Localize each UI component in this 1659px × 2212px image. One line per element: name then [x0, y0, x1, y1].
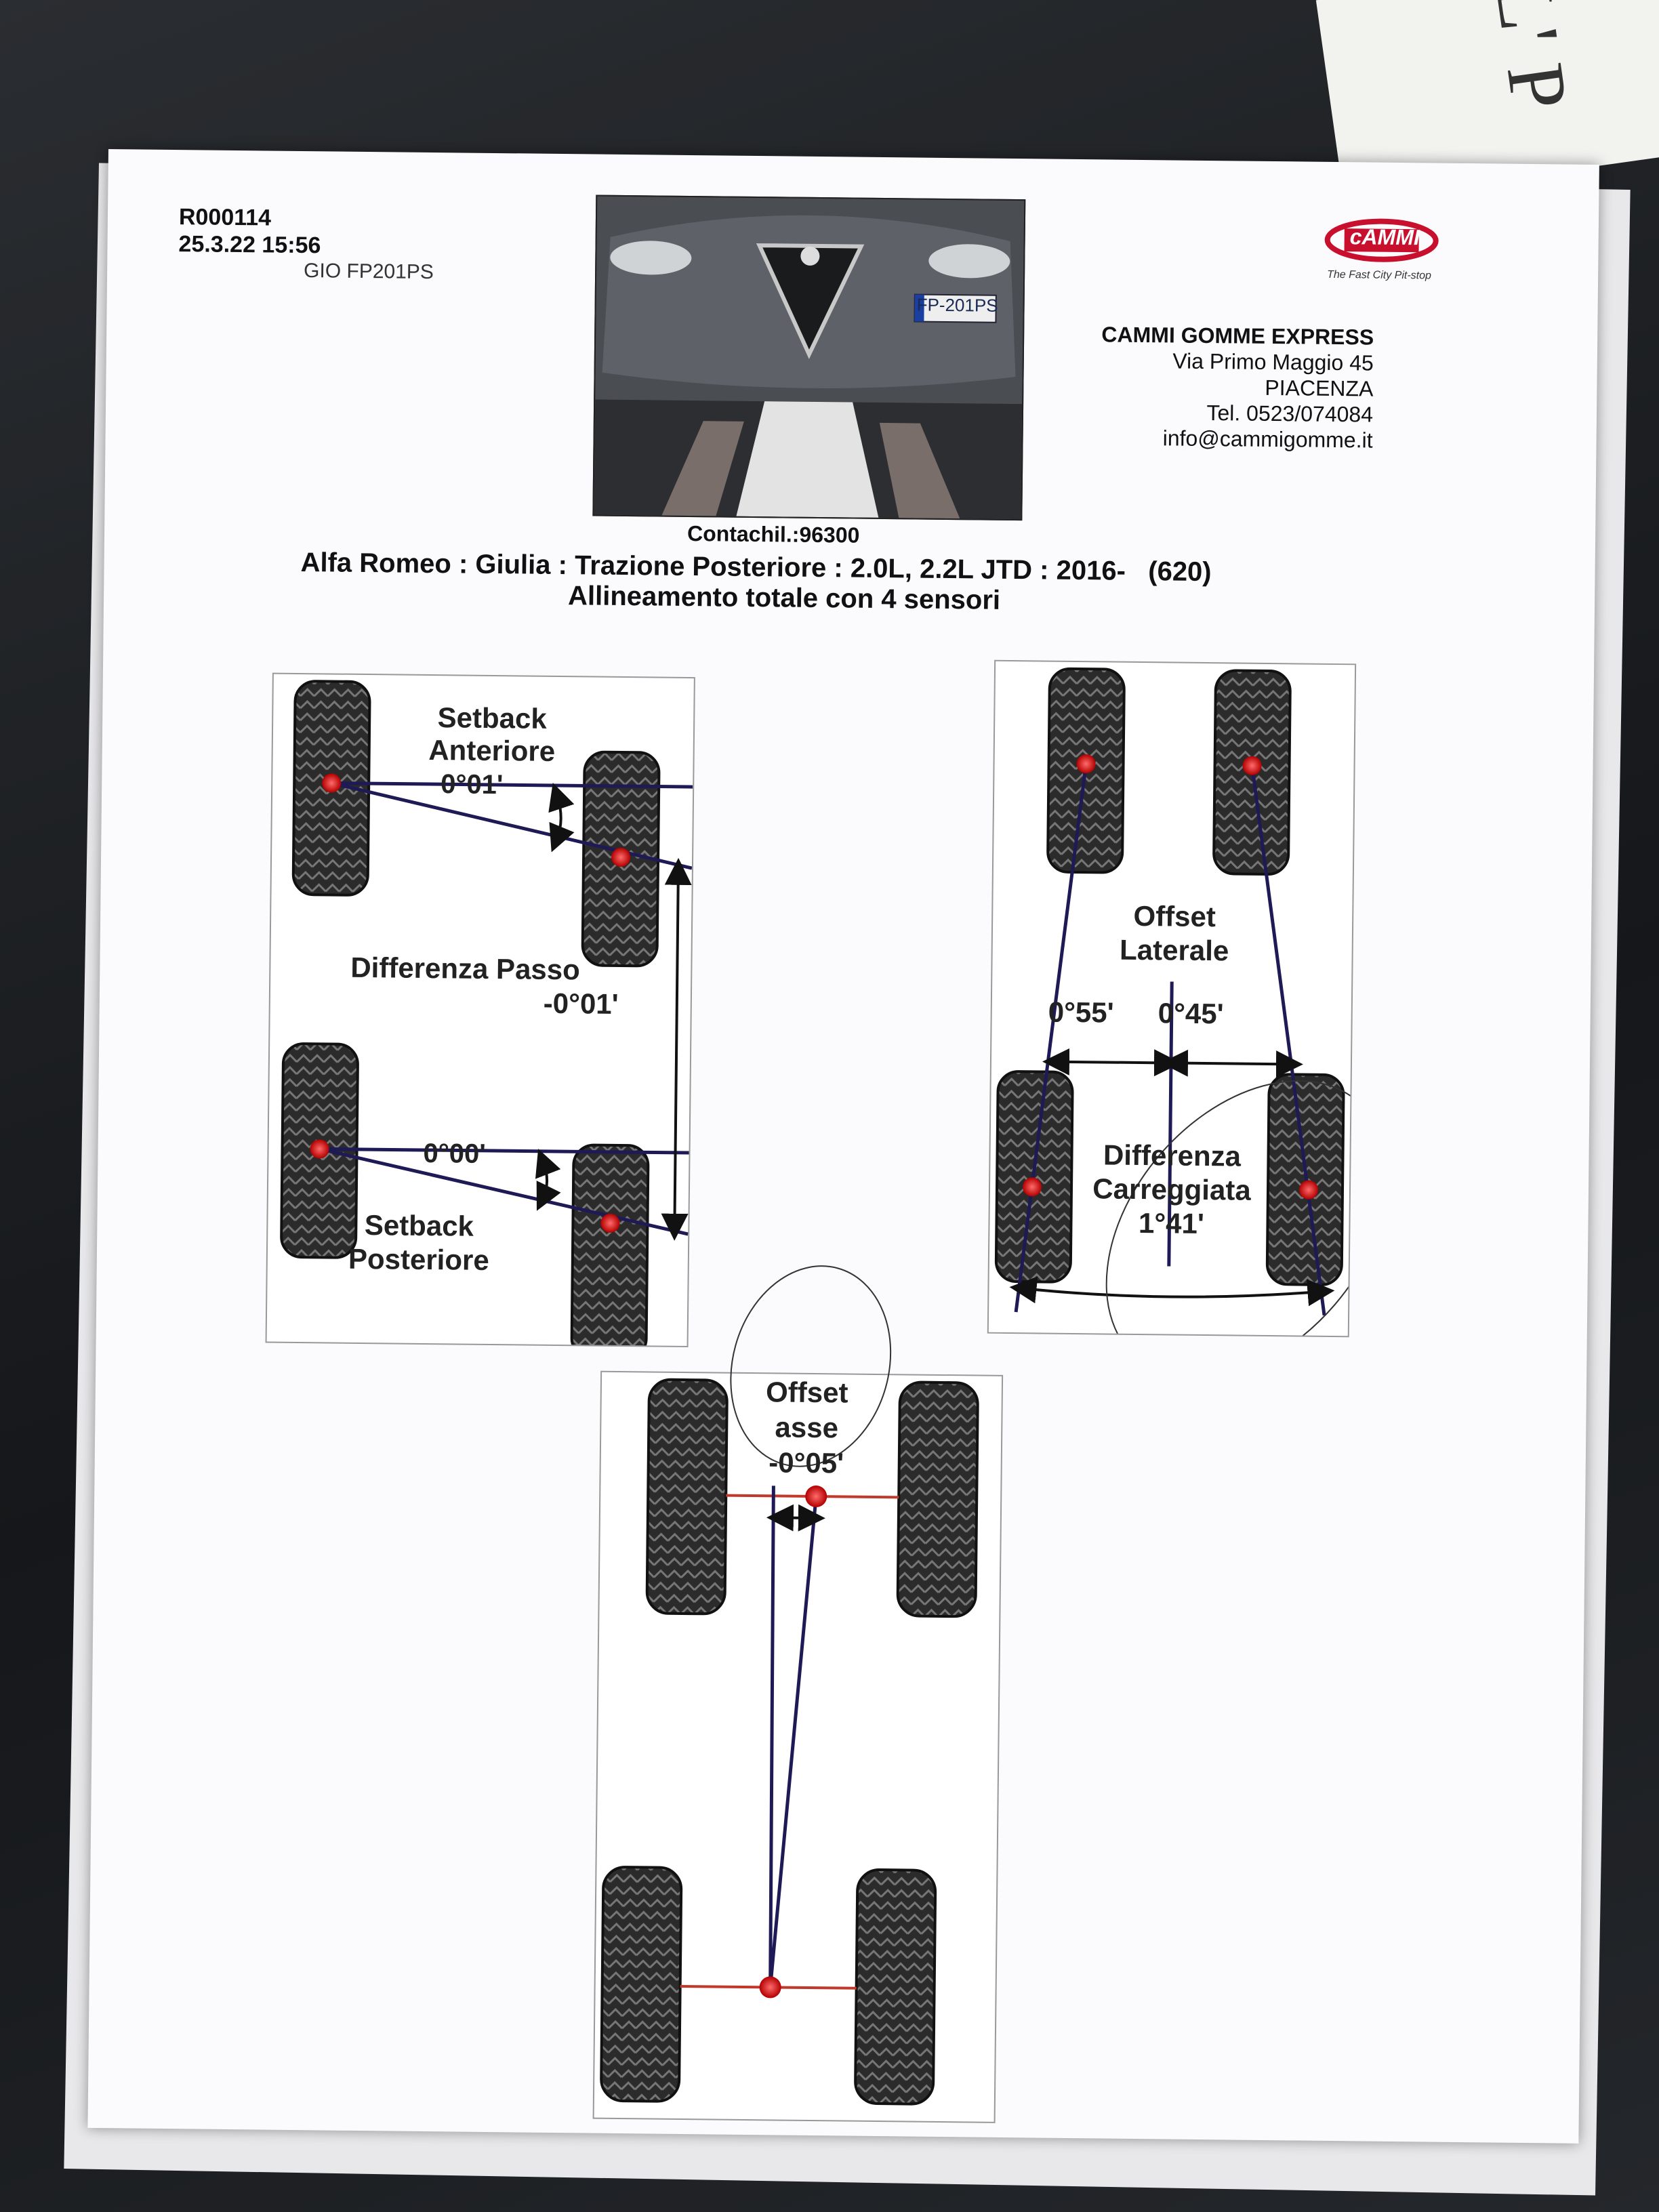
lateral-offset-title-1: Offset	[1133, 899, 1216, 933]
lateral-offset-title-2: Laterale	[1119, 933, 1229, 967]
track-diff-label-2: Carreggiata	[1092, 1172, 1251, 1206]
photo-plate-text: FP-201PS	[916, 294, 998, 316]
company-address: Via Primo Maggio 45	[1172, 348, 1374, 375]
vehicle-title: Alfa Romeo : Giulia : Trazione Posterior…	[300, 548, 1212, 588]
setback-rear-value: 0°00'	[423, 1138, 486, 1169]
wheelbase-diff-label: Differenza Passo	[350, 951, 581, 986]
logo-text: cAMMI	[1349, 224, 1420, 250]
operator-plate: GIO FP201PS	[303, 260, 434, 284]
company-slogan: The Fast City Pit-stop	[1327, 268, 1432, 282]
axle-offset-title-2: asse	[775, 1411, 839, 1444]
setback-rear-title-1: Setback	[364, 1209, 474, 1242]
company-name: CAMMI GOMME EXPRESS	[1101, 322, 1374, 350]
company-email: info@cammigomme.it	[1162, 426, 1373, 453]
setback-front-title-1: Setback	[437, 701, 548, 735]
front-right-tire	[896, 1380, 979, 1618]
setback-front-title-2: Anteriore	[428, 733, 556, 767]
setback-diagram	[265, 672, 695, 1348]
company-logo	[1324, 216, 1439, 265]
odometer: Contachil.:96300	[687, 520, 860, 548]
rear-right-tire	[854, 1868, 937, 2106]
rear-right-tire	[570, 1143, 650, 1347]
car-front-image	[594, 196, 1025, 520]
company-phone: Tel. 0523/074084	[1206, 400, 1374, 427]
axle-offset-diagram	[592, 1370, 1004, 2123]
vehicle-subtitle: Allineamento totale con 4 sensori	[567, 581, 1001, 615]
alignment-report-sheet: R000114 25.3.22 15:56 GIO FP201PS FP-201…	[87, 149, 1599, 2144]
setback-front-value: 0°01'	[440, 769, 504, 800]
lateral-offset-right-value: 0°45'	[1158, 997, 1224, 1030]
track-diff-value: 1°41'	[1138, 1207, 1205, 1240]
vehicle-photo	[592, 194, 1026, 521]
wheelbase-diff-value: -0°01'	[543, 987, 619, 1020]
lateral-offset-diagram	[987, 659, 1357, 1338]
company-city: PIACENZA	[1265, 375, 1374, 401]
hand-drawn-circle	[718, 1257, 903, 1476]
axle-offset-title-1: Offset	[765, 1376, 848, 1409]
setback-rear-title-2: Posteriore	[348, 1242, 489, 1276]
axle-offset-value: -0°05'	[769, 1446, 844, 1479]
track-diff-label-1: Differenza	[1103, 1139, 1242, 1172]
lateral-offset-left-value: 0°55'	[1048, 996, 1114, 1029]
report-id: R000114	[178, 204, 272, 231]
rear-left-tire	[600, 1866, 683, 2103]
front-left-tire	[645, 1378, 729, 1616]
report-datetime: 25.3.22 15:56	[178, 231, 321, 259]
